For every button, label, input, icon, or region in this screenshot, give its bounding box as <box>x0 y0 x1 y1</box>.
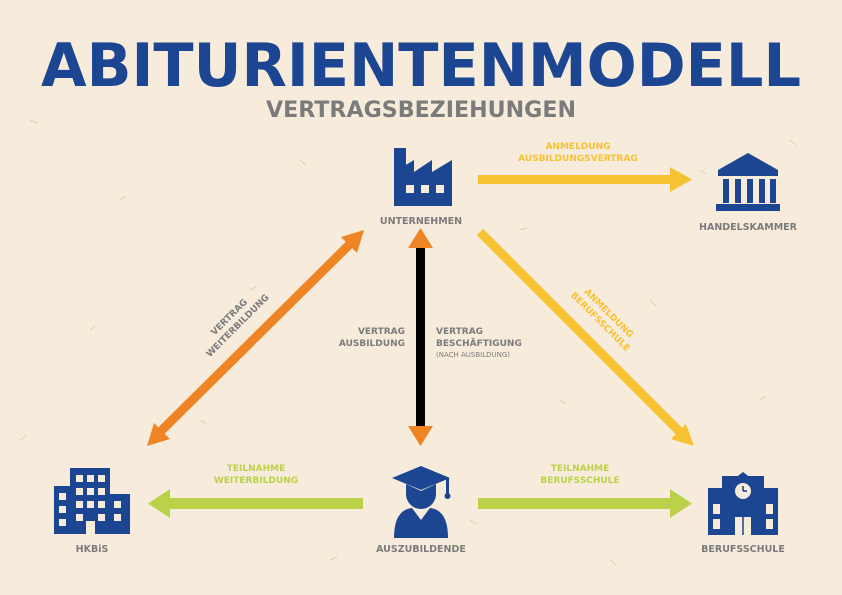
node-unternehmen: UNTERNEHMEN <box>380 148 462 227</box>
arrow-anmeldung-berufsschule <box>476 228 694 446</box>
arrow-vertrag-ausbildung <box>408 228 433 446</box>
label-anmeldung-berufsschule: ANMELDUNG BERUFSSCHULE <box>568 287 635 354</box>
factory-icon <box>394 148 452 206</box>
node-berufsschule: BERUFSSCHULE <box>701 472 785 555</box>
node-label: HKBiS <box>76 544 109 555</box>
node-handelskammer: HANDELSKAMMER <box>699 153 798 233</box>
office-building-icon <box>54 468 130 534</box>
node-label: AUSZUBILDENDE <box>376 544 466 555</box>
label-anmeldung-ausbildungsvertrag: ANMELDUNG AUSBILDUNGSVERTRAG <box>518 142 638 164</box>
arrow-vertrag-weiterbildung <box>147 230 364 446</box>
arrow-teilnahme-berufsschule <box>478 489 692 518</box>
edge-label-note: (NACH AUSBILDUNG) <box>436 351 510 359</box>
edge-label-line: BERUFSSCHULE <box>540 476 619 486</box>
paper-speckles <box>19 119 797 566</box>
label-teilnahme-berufsschule: TEILNAHME BERUFSSCHULE <box>540 464 619 486</box>
edge-label-line: TEILNAHME <box>227 464 286 474</box>
school-icon <box>708 472 778 535</box>
page-subtitle: VERTRAGSBEZIEHUNGEN <box>266 98 576 123</box>
arrow-teilnahme-weiterbildung <box>148 489 363 518</box>
node-label: BERUFSSCHULE <box>701 544 785 555</box>
edge-label-line: BESCHÄFTIGUNG <box>436 338 522 349</box>
edge-label-line: TEILNAHME <box>551 464 610 474</box>
edge-label-line: ANMELDUNG <box>545 142 610 152</box>
node-auszubildende: AUSZUBILDENDE <box>376 466 466 555</box>
label-vertrag-ausbildung: VERTRAG AUSBILDUNG <box>339 327 405 349</box>
node-label: HANDELSKAMMER <box>699 222 798 233</box>
edge-label-line: WEITERBILDUNG <box>214 476 298 486</box>
edge-label-line: AUSBILDUNGSVERTRAG <box>518 154 638 164</box>
edge-label-line: VERTRAG <box>436 327 483 337</box>
label-teilnahme-weiterbildung: TEILNAHME WEITERBILDUNG <box>214 464 298 486</box>
graduate-icon <box>392 466 451 538</box>
edge-label-line: VERTRAG <box>358 327 405 337</box>
arrow-anmeldung-ausbildungsvertrag <box>478 167 692 192</box>
label-vertrag-beschaeftigung: VERTRAG BESCHÄFTIGUNG (NACH AUSBILDUNG) <box>436 327 522 359</box>
label-vertrag-weiterbildung: VERTRAG WEITERBILDUNG <box>205 293 272 360</box>
node-hkbis: HKBiS <box>54 468 130 555</box>
node-label: UNTERNEHMEN <box>380 216 462 227</box>
page-title: ABITURIENTENMODELL <box>41 31 801 101</box>
edge-label-line: AUSBILDUNG <box>339 339 405 349</box>
courthouse-icon <box>716 153 780 211</box>
